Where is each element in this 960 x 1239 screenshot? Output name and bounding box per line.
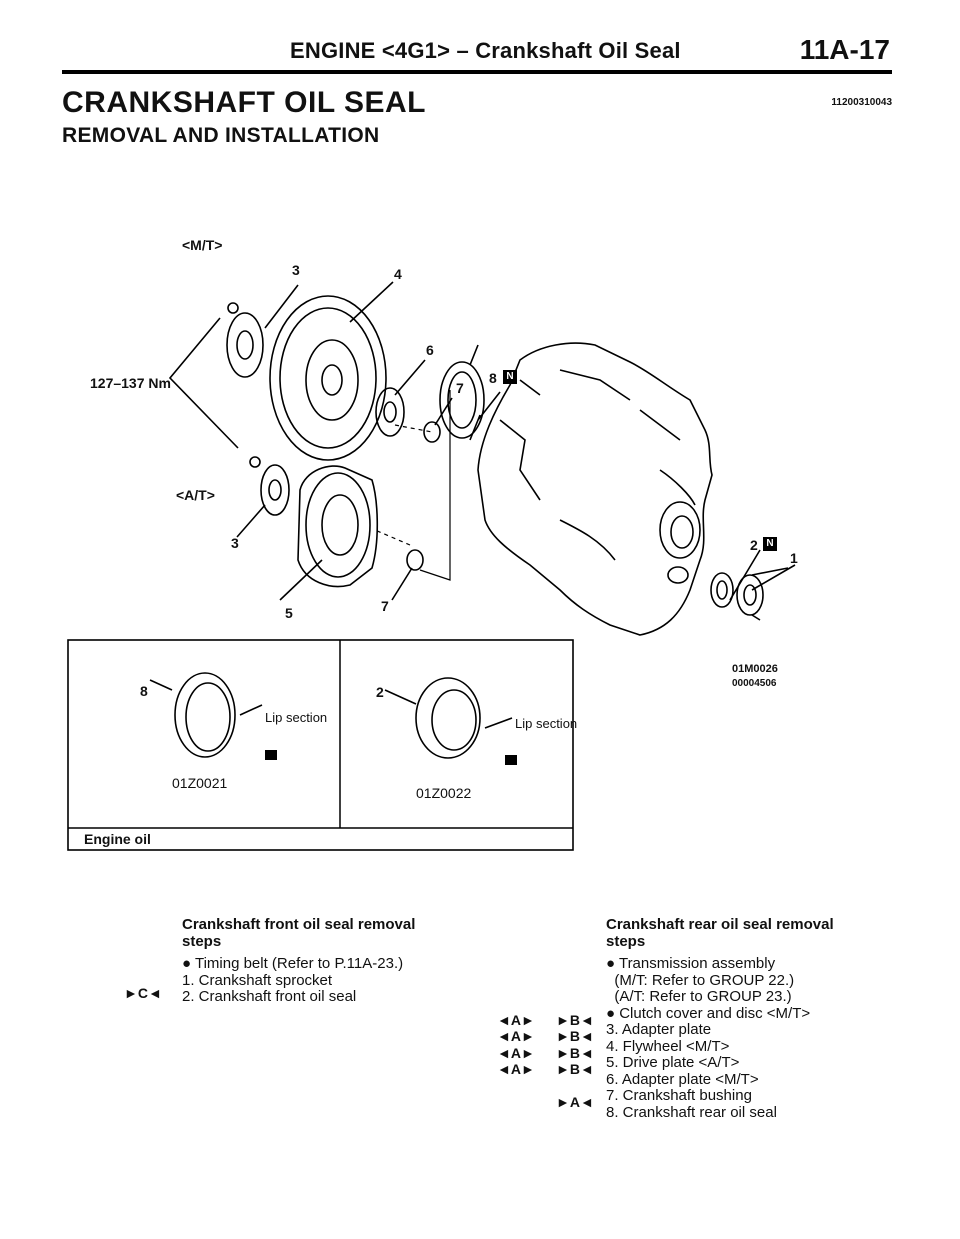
rear-step-0: ● Transmission assembly — [606, 955, 776, 972]
rear-steps-title-1: Crankshaft rear oil seal removal — [606, 916, 834, 933]
callout-3b: 3 — [231, 535, 239, 551]
front-step-2: 2. Crankshaft front oil seal — [182, 988, 357, 1005]
rear-step-mark2-5: ►B◄ — [556, 1028, 594, 1044]
inset-seal-left — [174, 672, 236, 758]
adapter-plate-at — [260, 464, 290, 516]
rear-step-1: (M/T: Refer to GROUP 22.) — [606, 971, 795, 989]
figure-code-2: 00004506 — [732, 678, 777, 689]
rear-step-mark2-6: ►B◄ — [556, 1045, 594, 1061]
front-step-mark-2: ►C◄ — [124, 985, 162, 1001]
adapter-plate-6 — [375, 387, 405, 437]
header-rule — [62, 70, 892, 74]
rear-step-6: 5. Drive plate <A/T> — [606, 1054, 740, 1071]
rear-step-8: 7. Crankshaft bushing — [606, 1087, 752, 1104]
rear-steps-title-2: steps — [606, 932, 646, 950]
bushing-lower — [406, 549, 424, 571]
inset-seal-right — [415, 677, 481, 759]
front-steps-title-2: steps — [182, 932, 222, 950]
rear-step-3: ● Clutch cover and disc <M/T> — [606, 1004, 811, 1022]
front-steps: Crankshaft front oil seal removal steps … — [182, 916, 472, 1006]
rear-step-mark1-6: ◄A► — [497, 1045, 535, 1061]
inset-lip-left: Lip section — [265, 710, 328, 725]
inset-code-right: 01Z0022 — [416, 785, 472, 801]
drive-plate — [297, 465, 379, 588]
new-part-mark-2: N — [763, 537, 777, 551]
new-part-mark-8: N — [503, 370, 517, 384]
header-title: ENGINE <4G1> – Crankshaft Oil Seal — [290, 38, 681, 63]
crankshaft-sprocket — [736, 574, 764, 616]
rear-step-mark1-5: ◄A► — [497, 1028, 535, 1044]
oil-can-icon-left — [265, 750, 277, 760]
callout-6: 6 — [426, 342, 434, 358]
inset-footer: Engine oil — [84, 831, 151, 847]
rear-step-7: 6. Adapter plate <M/T> — [606, 1070, 759, 1088]
page-number: 11A-17 — [799, 34, 890, 65]
inset-code-left: 01Z0021 — [172, 775, 228, 791]
label-at: <A/T> — [176, 487, 215, 503]
rear-step-mark2-7: ►B◄ — [556, 1061, 594, 1077]
inset-callout-2: 2 — [376, 684, 384, 700]
engine-block — [477, 342, 713, 636]
rear-step-5: 4. Flywheel <M/T> — [606, 1037, 730, 1055]
rear-step-mark2-9: ►A◄ — [556, 1094, 594, 1110]
bushing-upper — [423, 421, 441, 443]
rear-step-9: 8. Crankshaft rear oil seal — [606, 1103, 777, 1121]
adapter-plate-mt — [226, 312, 264, 378]
callout-3a: 3 — [292, 262, 300, 278]
rear-oil-seal — [439, 361, 485, 439]
front-steps-title-1: Crankshaft front oil seal removal — [182, 916, 416, 933]
exploded-diagram — [67, 281, 796, 851]
rear-step-4: 3. Adapter plate — [606, 1021, 712, 1038]
rear-step-mark1-7: ◄A► — [497, 1061, 535, 1077]
front-step-0: ● Timing belt (Refer to P.11A-23.) — [182, 955, 404, 972]
flywheel — [269, 295, 387, 461]
rear-steps: Crankshaft rear oil seal removal steps ●… — [606, 916, 896, 1121]
document-number: 11200310043 — [831, 97, 892, 108]
rear-step-2: (A/T: Refer to GROUP 23.) — [606, 988, 792, 1005]
torque-label: 127–137 Nm — [90, 375, 171, 391]
oil-can-icon-right — [505, 755, 517, 765]
callout-8: 8 — [489, 370, 497, 386]
callout-5: 5 — [285, 605, 293, 621]
callout-4: 4 — [394, 266, 402, 282]
section-title: CRANKSHAFT OIL SEAL — [62, 86, 426, 119]
callout-7a: 7 — [456, 380, 464, 396]
front-step-1: 1. Crankshaft sprocket — [182, 971, 333, 989]
rear-step-mark1-4: ◄A► — [497, 1012, 535, 1028]
callout-2: 2 — [750, 537, 758, 553]
label-mt: <M/T> — [182, 237, 223, 253]
section-subtitle: REMOVAL AND INSTALLATION — [62, 124, 380, 147]
figure-code-1: 01M0026 — [732, 663, 778, 675]
callout-1: 1 — [790, 550, 798, 566]
rear-step-mark2-4: ►B◄ — [556, 1012, 594, 1028]
callout-7b: 7 — [381, 598, 389, 614]
inset-lip-right: Lip section — [515, 716, 578, 731]
front-oil-seal — [710, 572, 734, 608]
inset-callout-8: 8 — [140, 683, 148, 699]
